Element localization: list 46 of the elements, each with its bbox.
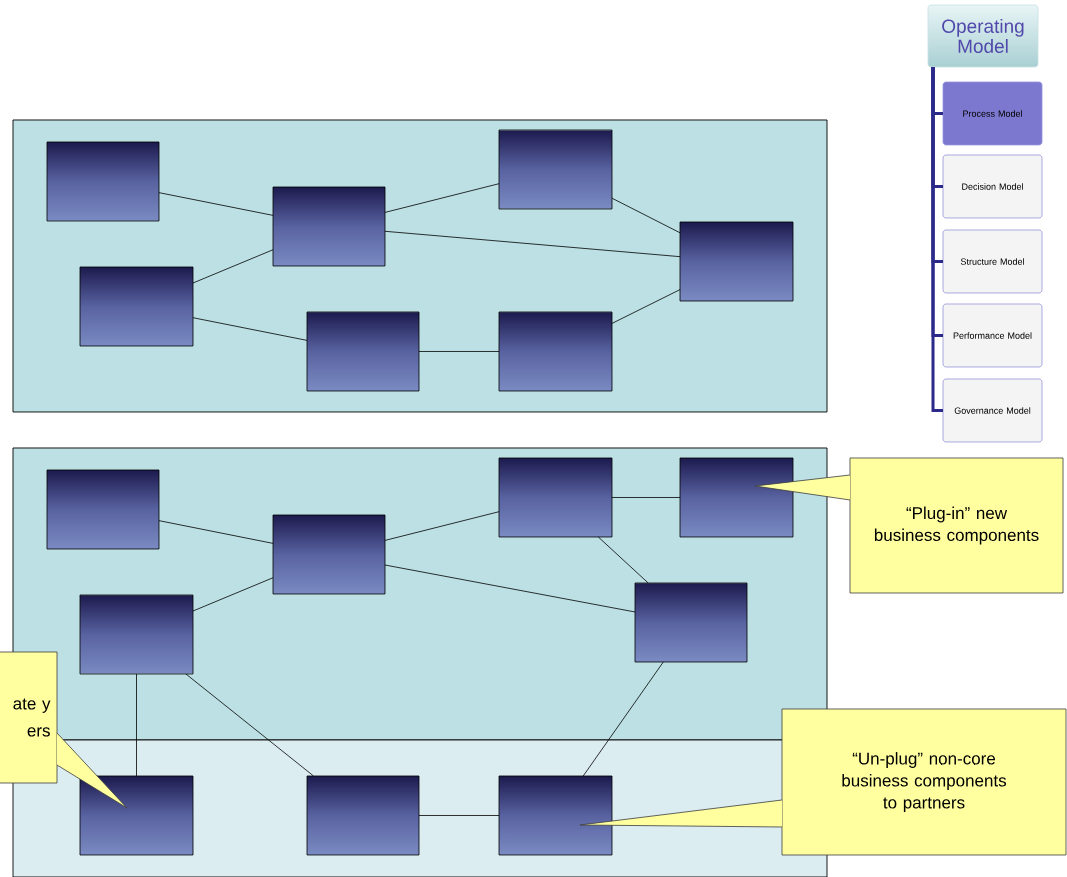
connector-line bbox=[384, 511, 500, 541]
callout-box: “Un-plug” non-core business components to partners bbox=[781, 708, 1067, 856]
connector-line bbox=[384, 230, 681, 258]
connector-line bbox=[611, 289, 681, 324]
connector-line bbox=[192, 317, 308, 341]
model-box: Governance Model bbox=[942, 378, 1043, 443]
connector-line bbox=[384, 183, 500, 213]
connector-line bbox=[158, 192, 274, 216]
callout-pointer bbox=[579, 799, 783, 828]
component-box bbox=[498, 311, 613, 392]
tree-connector bbox=[931, 67, 943, 412]
component-box bbox=[679, 457, 794, 538]
component-box bbox=[46, 141, 160, 222]
model-box: Performance Model bbox=[942, 303, 1043, 368]
component-box bbox=[498, 457, 613, 538]
component-box bbox=[79, 594, 194, 675]
connector-line bbox=[582, 661, 664, 777]
component-box bbox=[272, 514, 386, 595]
connector-line bbox=[597, 536, 649, 584]
component-box bbox=[679, 221, 794, 302]
heading-box: Operating Model bbox=[927, 4, 1039, 68]
model-box: Decision Model bbox=[942, 154, 1043, 219]
model-box: Process Model bbox=[942, 81, 1043, 146]
component-box bbox=[306, 311, 420, 392]
callout-box: “Plug-in” new business components bbox=[849, 457, 1064, 594]
connector-line bbox=[611, 497, 681, 498]
connector-line bbox=[185, 673, 314, 777]
component-box bbox=[306, 775, 420, 856]
component-box bbox=[634, 582, 748, 663]
component-box bbox=[498, 775, 613, 856]
connector-line bbox=[192, 249, 274, 284]
model-box: Structure Model bbox=[942, 229, 1043, 294]
connector-line bbox=[158, 520, 274, 544]
connector-line bbox=[611, 197, 681, 234]
callout-pointer bbox=[754, 474, 851, 501]
callout-box: ate y ers bbox=[0, 651, 58, 784]
connector-line bbox=[418, 815, 500, 816]
component-box bbox=[498, 129, 613, 210]
component-box bbox=[79, 266, 194, 347]
connector-line bbox=[418, 351, 500, 352]
component-box bbox=[46, 469, 160, 550]
connector-line bbox=[384, 564, 636, 613]
connector-line bbox=[136, 673, 137, 777]
component-box bbox=[272, 186, 386, 267]
connector-line bbox=[192, 577, 274, 612]
component-box bbox=[79, 775, 194, 856]
